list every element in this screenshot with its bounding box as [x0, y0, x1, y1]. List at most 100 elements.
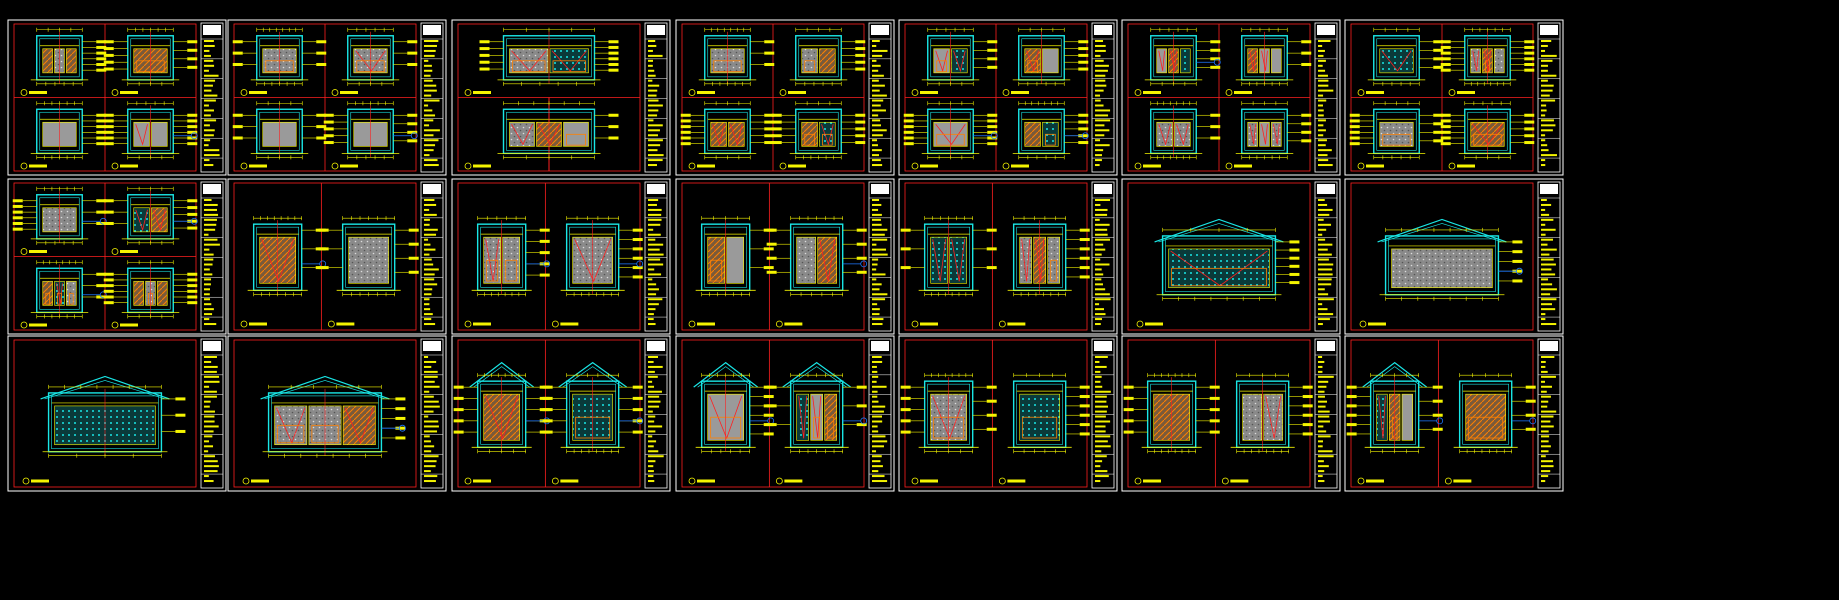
title-block-text	[872, 79, 879, 82]
annotation-label	[986, 413, 997, 417]
title-block-text	[424, 390, 430, 393]
annotation-label	[1349, 119, 1360, 123]
title-block-text	[204, 356, 217, 358]
title-block-text	[1318, 445, 1323, 448]
title-block-text	[1541, 415, 1554, 418]
door-swing	[135, 209, 148, 232]
title-block-text	[872, 410, 884, 413]
view-label-bubble	[1448, 89, 1456, 96]
title-block-text	[1318, 313, 1334, 316]
title-block-text	[1318, 243, 1333, 246]
title-block-text	[1095, 258, 1101, 261]
annotation-label	[1301, 62, 1312, 66]
annotation-label	[608, 68, 619, 72]
annotation-label	[103, 289, 114, 293]
annotation-label	[316, 40, 327, 44]
annotation-label	[856, 256, 867, 260]
title-block-text	[1318, 475, 1323, 478]
annotation-label	[1289, 240, 1300, 244]
title-block-text	[872, 308, 880, 311]
title-block	[868, 22, 892, 173]
title-block-text	[872, 44, 877, 47]
annotation-label	[318, 266, 329, 270]
annotation-label	[1078, 141, 1089, 145]
annotation-label	[96, 51, 107, 55]
annotation-label	[103, 221, 114, 225]
furniture-outline	[804, 60, 815, 73]
annotation-label	[764, 141, 775, 145]
title-block-text	[872, 159, 881, 162]
title-block-text	[1318, 44, 1323, 47]
title-block-text	[648, 119, 654, 122]
drawing-sheet	[7, 178, 227, 335]
drawing-sheet	[1121, 19, 1341, 176]
furniture-outline	[813, 416, 821, 439]
annotation-label	[900, 419, 911, 423]
drawing-area-border	[681, 339, 865, 488]
annotation-label	[1079, 432, 1090, 436]
title-block-text	[1095, 59, 1104, 62]
title-block-text	[1541, 375, 1556, 378]
annotation-label	[407, 62, 418, 66]
title-block-text	[1541, 134, 1546, 137]
view-label-text	[1230, 479, 1249, 483]
title-block-text	[1318, 480, 1325, 483]
title-block-text	[872, 323, 883, 326]
annotation-label	[1524, 40, 1535, 44]
annotation-label	[407, 139, 418, 143]
title-block-text	[204, 298, 211, 301]
annotation-label	[1440, 125, 1451, 129]
title-block-text	[1541, 460, 1554, 463]
title-block-text	[424, 420, 439, 423]
title-block-text	[648, 94, 657, 97]
title-block-text	[204, 385, 210, 388]
title-block-text	[648, 268, 655, 271]
title-block-text	[872, 164, 883, 167]
title-block-text	[204, 218, 217, 221]
annotation-label	[1209, 430, 1220, 434]
title-block-text	[872, 144, 878, 147]
annotation-label	[1078, 67, 1089, 71]
annotation-label	[103, 295, 114, 299]
title-block-text	[1541, 268, 1552, 271]
title-block-text	[872, 425, 878, 428]
door-swing	[932, 239, 947, 282]
annotation-label	[1346, 423, 1357, 427]
title-block-text	[424, 248, 436, 251]
annotation-label	[187, 130, 198, 134]
title-block-text	[648, 293, 657, 296]
title-block-text	[648, 144, 661, 147]
title-block-text	[1095, 360, 1100, 363]
annotation-label	[1440, 62, 1451, 66]
drawing-sheet	[898, 178, 1118, 335]
title-block-text	[1318, 263, 1334, 266]
title-block-text	[204, 253, 214, 256]
title-block-text	[1095, 410, 1107, 413]
view-label-text	[920, 322, 938, 326]
annotation-label	[632, 238, 643, 242]
title-block-text	[424, 79, 433, 82]
annotation-label	[96, 130, 107, 134]
title-block-text	[1541, 475, 1549, 478]
title-block-text	[648, 420, 655, 423]
title-block-text	[204, 40, 214, 42]
title-block-text	[424, 199, 435, 201]
title-block-text	[872, 258, 879, 261]
view-label-text	[697, 322, 715, 326]
title-block-text	[424, 410, 434, 413]
wall-inner-outline	[1462, 383, 1510, 445]
annotation-label	[1349, 113, 1360, 117]
annotation-label	[1289, 281, 1300, 285]
drawing-sheet	[451, 19, 671, 176]
view-label-bubble	[551, 477, 559, 485]
annotation-label	[1525, 427, 1536, 431]
annotation-label	[187, 119, 198, 123]
title-block-text	[204, 293, 210, 296]
title-block-text	[1318, 298, 1334, 301]
annotation-label	[96, 272, 107, 276]
annotation-label	[542, 408, 553, 412]
title-block-text	[1095, 323, 1101, 326]
view-label-text	[473, 164, 491, 168]
door-swing	[1484, 50, 1491, 71]
title-block-text	[204, 455, 215, 458]
